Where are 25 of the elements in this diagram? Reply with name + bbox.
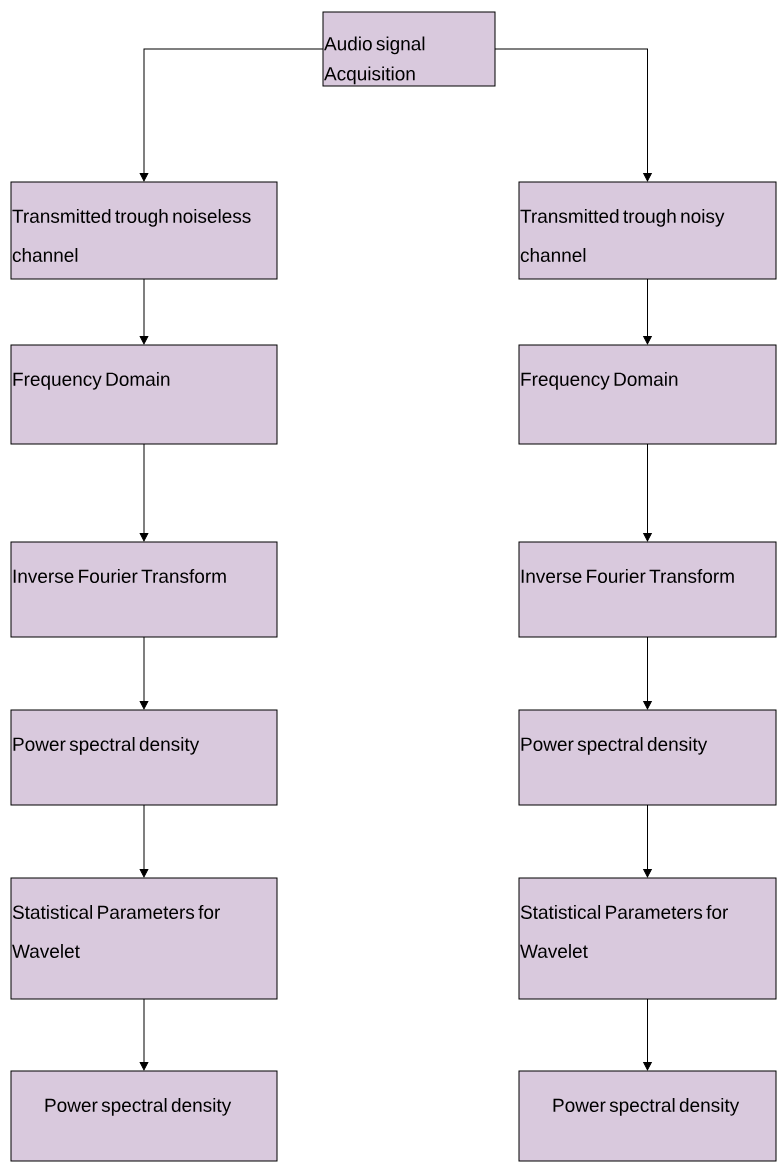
process-box: Inverse Fourier Transform xyxy=(10,541,278,638)
arrow xyxy=(139,278,149,345)
process-box: Power spectral density xyxy=(10,1070,278,1162)
arrow xyxy=(139,48,324,182)
process-box: Power spectral density xyxy=(518,1070,777,1162)
process-box: Transmitted trough noiseless channel xyxy=(10,181,278,280)
arrow xyxy=(139,998,149,1071)
arrow xyxy=(643,278,652,345)
arrow xyxy=(139,443,149,542)
process-box: Statistical Parameters for Wavelet xyxy=(10,877,278,1000)
arrow xyxy=(643,998,652,1071)
arrow xyxy=(139,804,149,878)
process-box: Power spectral density xyxy=(10,709,278,806)
arrow xyxy=(643,804,652,878)
process-box: Power spectral density xyxy=(518,709,777,806)
arrow xyxy=(139,636,149,710)
process-box: Inverse Fourier Transform xyxy=(518,541,777,638)
process-box: Frequency Domain xyxy=(518,344,777,445)
arrow xyxy=(494,48,652,182)
process-box: Statistical Parameters for Wavelet xyxy=(518,877,777,1000)
arrow xyxy=(643,636,652,710)
process-box: Frequency Domain xyxy=(10,344,278,445)
arrow xyxy=(643,443,652,542)
process-box: Audio signal Acquisition xyxy=(322,11,496,87)
process-box: Transmitted trough noisy channel xyxy=(518,181,777,280)
